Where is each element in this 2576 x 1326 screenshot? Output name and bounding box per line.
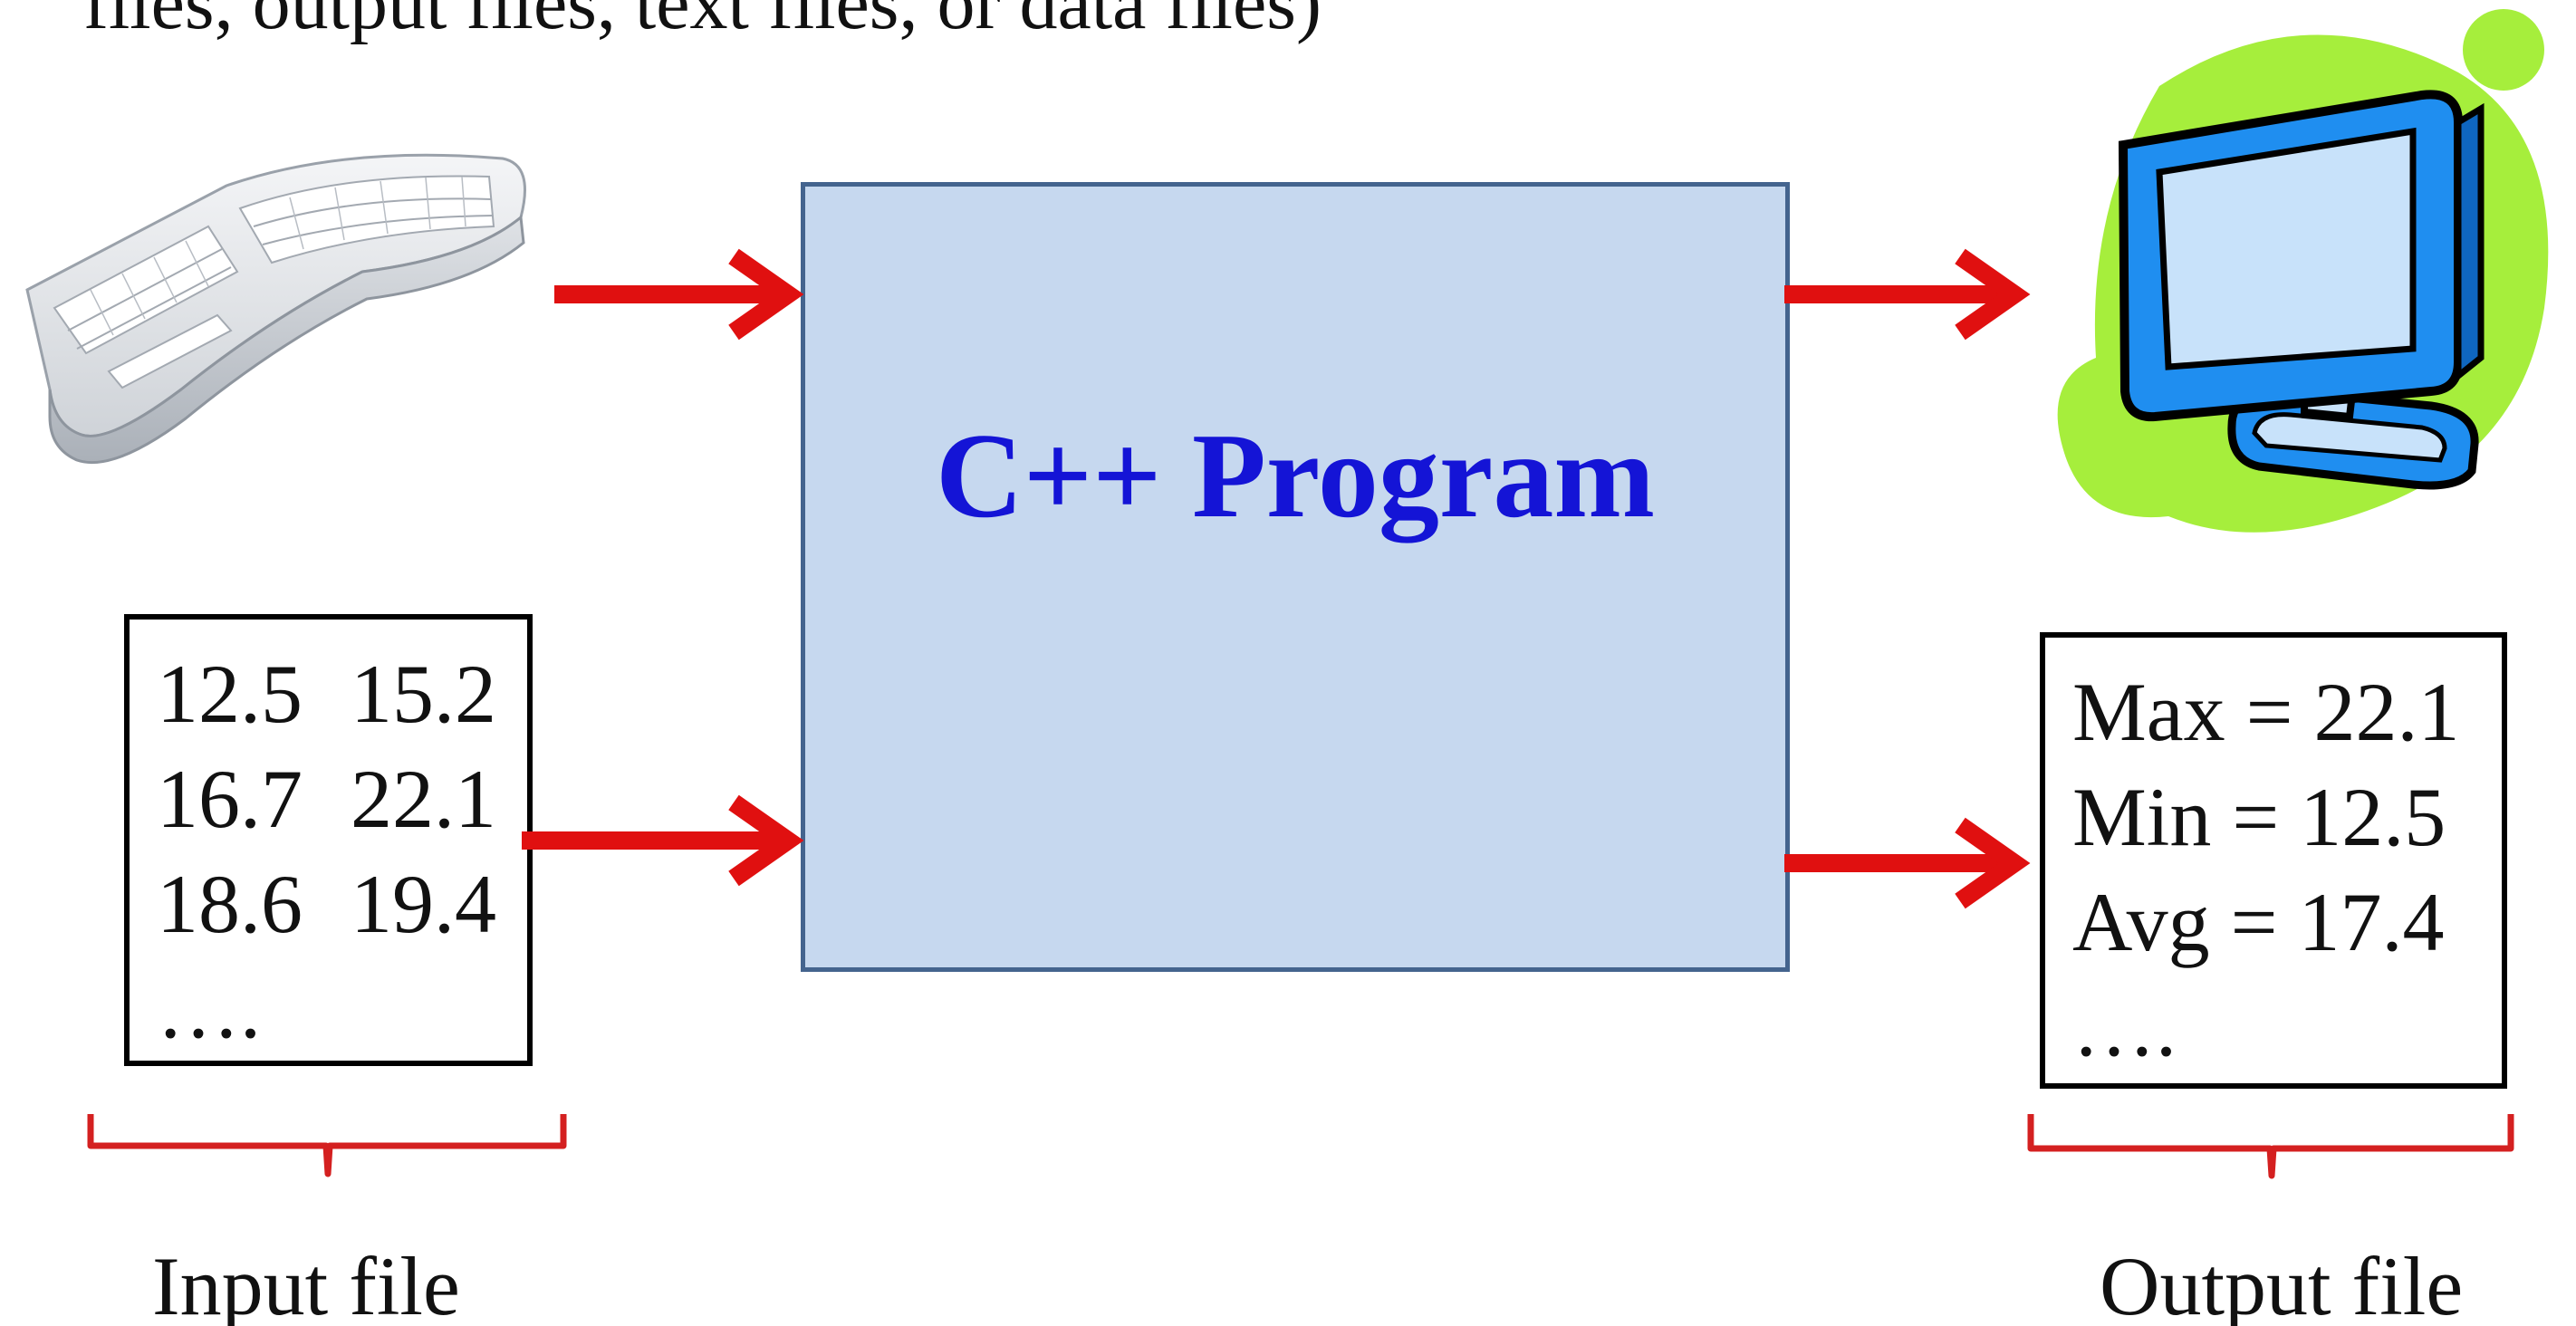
output-file-box: Max = 22.1 Min = 12.5 Avg = 17.4 …. [2040, 632, 2507, 1089]
input-value: 22.1 [351, 753, 496, 845]
keyboard-icon [25, 153, 526, 465]
input-value: 16.7 [157, 753, 303, 845]
output-file-caption: Output file [2100, 1240, 2464, 1326]
input-file-to-program-arrow [522, 794, 804, 887]
output-ellipsis: …. [2072, 981, 2177, 1073]
input-value: 18.6 [157, 858, 303, 950]
monitor-icon [2057, 9, 2549, 533]
output-max-line: Max = 22.1 [2072, 666, 2460, 758]
program-to-monitor-arrow [1784, 248, 2031, 341]
input-value: 19.4 [351, 858, 496, 950]
input-value: 15.2 [351, 648, 496, 740]
program-to-output-file-arrow [1784, 817, 2031, 909]
header-text: files, output files, text files, or data… [83, 0, 1322, 45]
program-box: C++ Program [801, 182, 1790, 972]
input-ellipsis: …. [157, 963, 261, 1055]
output-file-brace [2027, 1114, 2514, 1179]
input-value: 12.5 [157, 648, 303, 740]
input-file-box: 12.5 15.2 16.7 22.1 18.6 19.4 …. [124, 614, 533, 1066]
program-label: C++ Program [936, 408, 1655, 543]
input-file-brace [87, 1114, 567, 1177]
keyboard-to-program-arrow [554, 248, 804, 341]
input-file-caption: Input file [152, 1240, 460, 1326]
output-avg-line: Avg = 17.4 [2072, 876, 2445, 968]
output-min-line: Min = 12.5 [2072, 771, 2446, 863]
